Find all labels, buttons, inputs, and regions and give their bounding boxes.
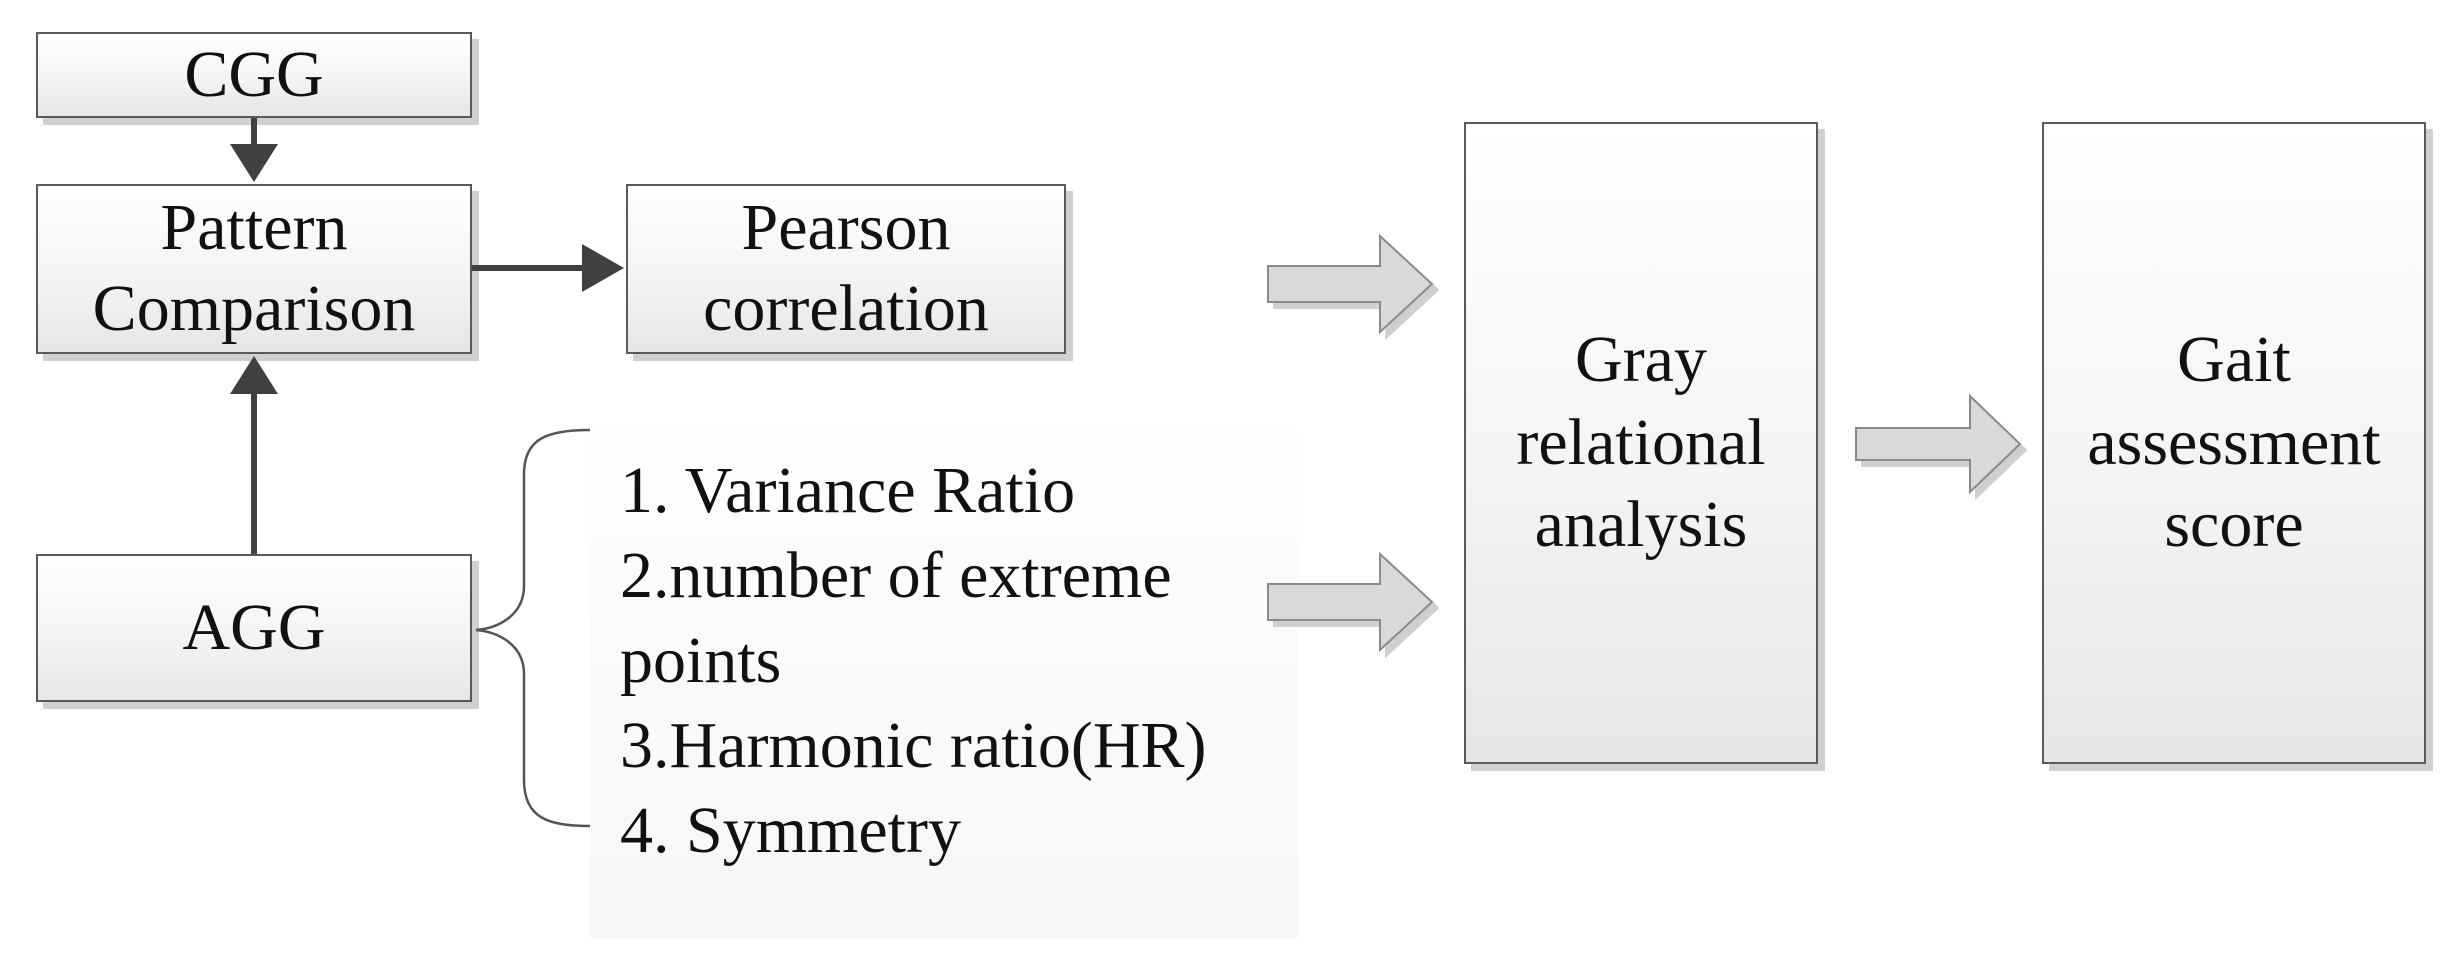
cgg-box: CGG <box>36 32 472 118</box>
pattern-comparison-box: Pattern Comparison <box>36 184 472 354</box>
gray-relational-analysis-box: Gray relational analysis <box>1464 122 1818 764</box>
agg-box: AGG <box>36 554 472 702</box>
metrics-panel: 1. Variance Ratio 2.number of extreme po… <box>590 398 1298 938</box>
pearson-correlation-box: Pearson correlation <box>626 184 1066 354</box>
gait-label-line3: score <box>2164 488 2304 562</box>
arrow-cgg-to-pattern <box>230 118 278 182</box>
agg-label: AGG <box>182 590 326 664</box>
arrow-agg-to-pattern <box>230 356 278 554</box>
arrow-pattern-to-pearson <box>472 244 624 292</box>
metric-item: points <box>620 624 782 697</box>
block-arrow-metrics-to-gray <box>1267 551 1434 653</box>
pattern-comparison-label-line2: Comparison <box>92 272 416 345</box>
gait-assessment-score-box: Gait assessment score <box>2042 122 2426 764</box>
cgg-label: CGG <box>184 37 324 111</box>
block-arrow-pearson-to-gray <box>1267 233 1434 335</box>
metric-item: 4. Symmetry <box>620 794 961 867</box>
gait-label-line2: assessment <box>2087 405 2381 479</box>
metric-item: 2.number of extreme <box>620 539 1172 612</box>
brace <box>475 428 591 828</box>
block-arrow-gray-to-gait <box>1855 393 2022 495</box>
gait-label-line1: Gait <box>2177 323 2291 397</box>
pattern-comparison-label-line1: Pattern <box>160 191 348 265</box>
metric-item: 3.Harmonic ratio(HR) <box>620 709 1207 782</box>
pearson-label-line1: Pearson <box>741 191 951 265</box>
gray-label-line3: analysis <box>1534 488 1748 562</box>
gray-label-line1: Gray <box>1575 323 1707 397</box>
gray-label-line2: relational <box>1516 405 1766 479</box>
metric-item: 1. Variance Ratio <box>620 454 1076 527</box>
pearson-label-line2: correlation <box>703 272 989 345</box>
